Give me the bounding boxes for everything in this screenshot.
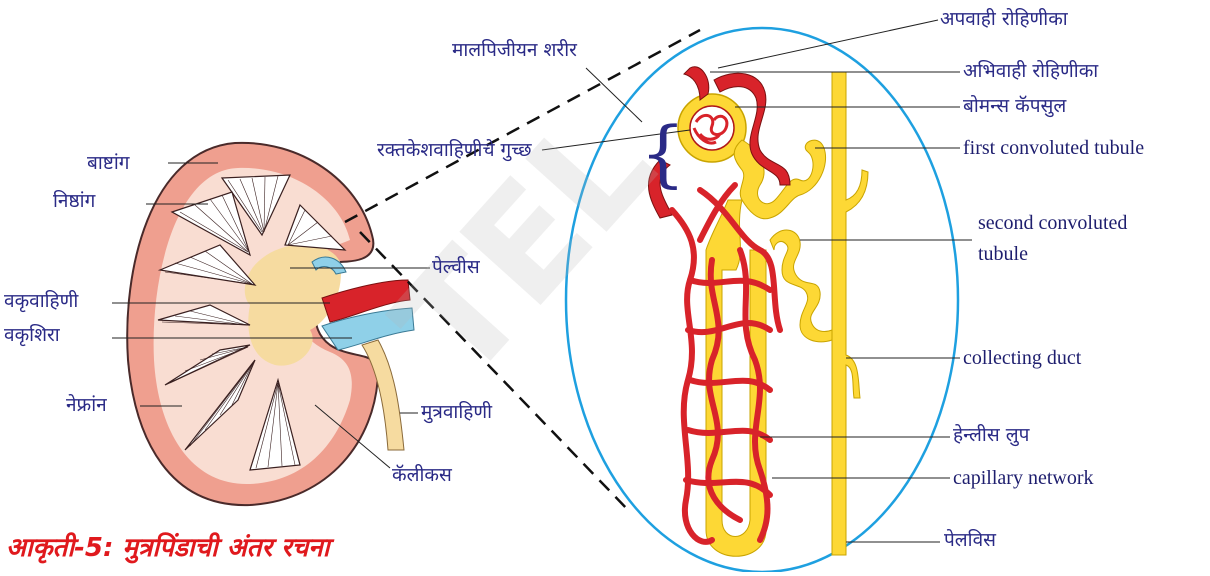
- label-renal-artery: वकृशिरा: [4, 326, 60, 345]
- label-henles-loop: हेन्लीस लुप: [953, 426, 1029, 445]
- label-calyx: कॅलीकस: [392, 466, 452, 485]
- label-second-convoluted-tubule-line2: tubule: [978, 244, 1028, 264]
- label-ureter: मुत्रवाहिणी: [421, 403, 492, 422]
- label-glomerulus: रक्तकेशवाहिणीचे गुच्छ: [377, 141, 532, 160]
- label-afferent-arteriole: अभिवाही रोहिणीका: [963, 62, 1098, 81]
- kidney: [127, 143, 414, 505]
- label-medulla: निष्ठांग: [53, 192, 95, 211]
- label-capillary-network: capillary network: [953, 468, 1094, 488]
- label-renal-vein: वकृवाहिणी: [4, 292, 78, 311]
- label-cortex: बाष्टांग: [87, 154, 129, 173]
- label-efferent-arteriole: अपवाही रोहिणीका: [940, 10, 1068, 29]
- label-malpighian-body: मालपिजीयन शरीर: [452, 41, 577, 60]
- label-first-convoluted-tubule: first convoluted tubule: [963, 138, 1144, 158]
- figure-caption: आकृती-5: मुत्रपिंडाची अंतर रचना: [6, 528, 329, 564]
- label-nephron-pelvis: पेलविस: [944, 531, 996, 550]
- label-pelvis: पेल्वीस: [432, 258, 480, 277]
- label-bowmans-capsule: बोमन्स कॅपसुल: [963, 97, 1066, 116]
- label-nephron: नेफ्रांन: [66, 396, 107, 415]
- label-collecting-duct: collecting duct: [963, 348, 1081, 368]
- label-second-convoluted-tubule-line1: second convoluted: [978, 213, 1127, 233]
- glomerulus-brace: {: [640, 111, 686, 195]
